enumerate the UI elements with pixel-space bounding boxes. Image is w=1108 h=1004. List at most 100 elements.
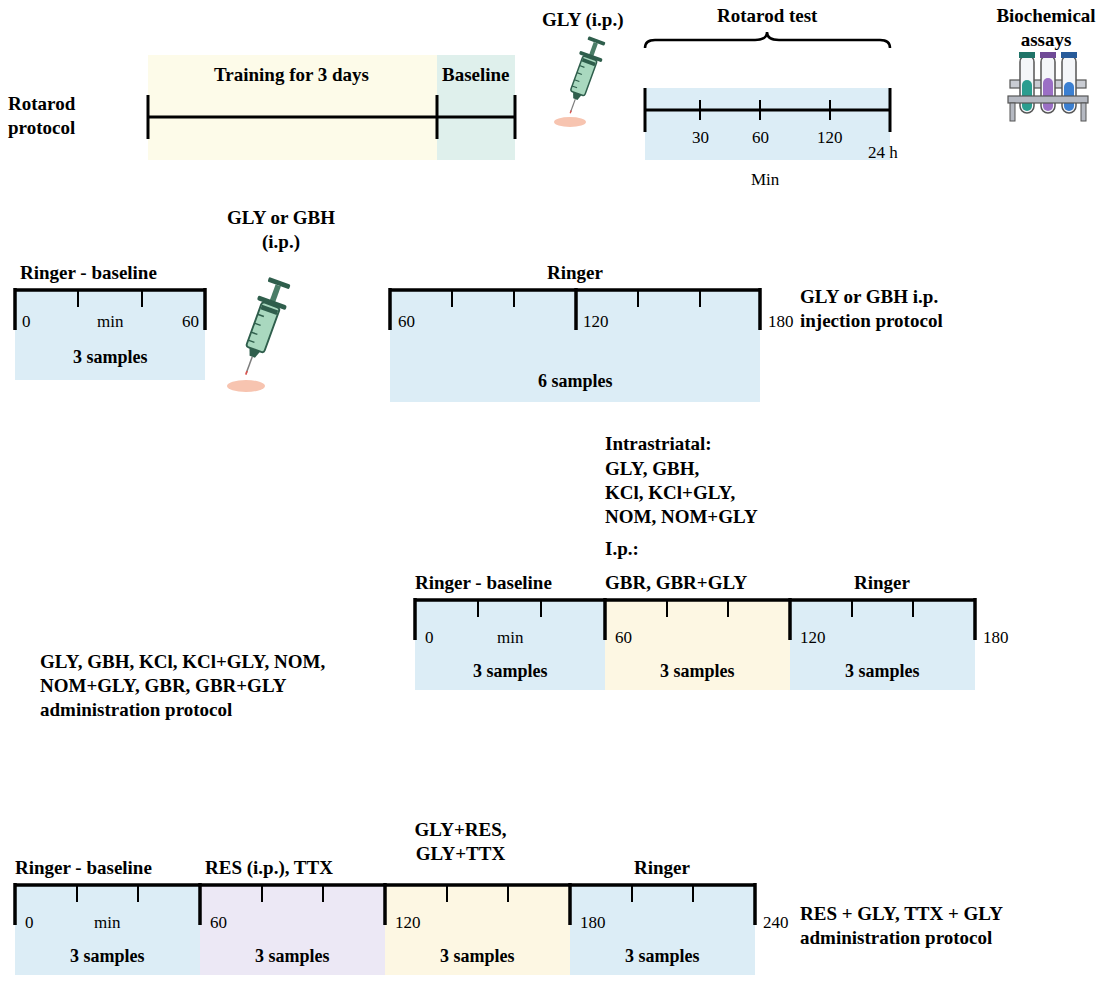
sample-count: 3 samples <box>70 945 145 967</box>
axis-tick <box>973 598 977 640</box>
band-heading: GLY+RES, GLY+TTX <box>408 818 513 866</box>
band-heading: Intrastriatal: <box>605 432 712 456</box>
time-label: 240 <box>763 913 789 933</box>
rotarod-timeline <box>148 95 515 139</box>
timeline-band: 30 60 120 <box>645 88 890 160</box>
sample-count: 3 samples <box>625 945 700 967</box>
axis-line <box>15 288 205 292</box>
sample-count: 3 samples <box>660 660 735 682</box>
axis-tick <box>851 600 853 617</box>
axis-tick <box>436 95 439 139</box>
sample-count: 3 samples <box>255 945 330 967</box>
protocol-label: GLY, GBH, KCl, KCl+GLY, NOM, NOM+GLY, GB… <box>40 650 340 722</box>
time-label: 0 <box>425 628 434 648</box>
sample-count: 3 samples <box>440 945 515 967</box>
protocol-label: GLY or GBH (i.p.) <box>220 206 342 254</box>
axis-tick <box>451 290 453 307</box>
band-heading: Ringer - baseline <box>15 856 152 880</box>
band-heading: Training for 3 days <box>214 63 369 87</box>
axis-tick <box>753 883 757 925</box>
timeline-band: Training for 3 days <box>148 55 437 160</box>
axis-tick <box>574 288 578 330</box>
axis-tick <box>568 883 572 925</box>
time-label: min <box>94 913 120 933</box>
timeline-band: Ringer - baseline0min3 samples <box>415 600 605 690</box>
rotarod-test-timeline <box>645 88 890 132</box>
time-label: 180 <box>768 312 794 332</box>
axis-tick <box>631 885 633 902</box>
axis-tick <box>203 288 207 330</box>
band-heading: RES (i.p.), TTX <box>205 856 333 880</box>
timeline-band: Ringer1203 samples <box>790 600 975 690</box>
timeline-band: GLY+RES, GLY+TTX1203 samples <box>385 885 570 975</box>
time-label: Min <box>751 170 779 190</box>
skin-spot <box>554 117 586 127</box>
curly-brace <box>645 32 890 48</box>
sample-count: 6 samples <box>538 370 613 392</box>
axis-tick <box>514 95 517 139</box>
axis-tick <box>322 885 324 902</box>
time-label: 0 <box>25 913 34 933</box>
time-label: 180 <box>580 913 606 933</box>
timeline-band: Ringer1803 samples <box>570 885 755 975</box>
axis-tick <box>829 100 831 120</box>
protocol-label: Biochemical assays <box>990 4 1102 52</box>
time-label: 60 <box>210 913 227 933</box>
band-heading: Baseline <box>442 63 510 87</box>
axis-tick <box>788 598 792 640</box>
axis-tick <box>77 290 79 307</box>
axis-tick <box>147 95 150 139</box>
axis-tick <box>637 290 639 307</box>
time-label: 30 <box>692 128 709 148</box>
time-label: 180 <box>983 628 1009 648</box>
axis-tick <box>446 885 448 902</box>
administration-timeline <box>415 598 975 640</box>
band-heading: Ringer - baseline <box>415 571 552 595</box>
syringe-icon <box>559 35 608 117</box>
axis-tick <box>141 290 143 307</box>
axis-tick <box>666 600 668 617</box>
time-label: 24 h <box>868 143 898 163</box>
axis-tick <box>699 100 701 120</box>
sample-count: 3 samples <box>473 660 548 682</box>
timeline-band: Ringer - baseline0min603 samples <box>15 290 205 380</box>
timeline-band: Ringer - baseline0min3 samples <box>15 885 200 975</box>
injection-timeline <box>15 288 760 330</box>
axis-tick <box>13 883 17 925</box>
band-heading: GLY, GBH, KCl, KCl+GLY, NOM, NOM+GLY <box>605 457 770 529</box>
time-label: 60 <box>398 312 415 332</box>
band-heading: I.p.: <box>605 537 639 561</box>
axis-tick <box>507 885 509 902</box>
axis-tick <box>513 290 515 307</box>
axis-tick <box>692 885 694 902</box>
time-label: 60 <box>182 312 199 332</box>
axis-tick <box>261 885 263 902</box>
axis-tick <box>388 288 392 330</box>
time-label: 60 <box>752 128 769 148</box>
protocol-label: Rotarod test <box>717 4 817 28</box>
timeline-band: Intrastriatal:GLY, GBH, KCl, KCl+GLY, NO… <box>605 600 790 690</box>
axis-tick <box>198 883 202 925</box>
axis-tick <box>137 885 139 902</box>
axis-tick <box>76 885 78 902</box>
test-tubes-icon <box>1008 52 1088 121</box>
axis-tick <box>758 288 762 330</box>
time-label: 120 <box>395 913 421 933</box>
time-label: 120 <box>817 128 843 148</box>
axis-tick <box>477 600 479 617</box>
time-label: 120 <box>800 628 826 648</box>
axis-tick <box>727 600 729 617</box>
axis-tick <box>759 100 761 120</box>
axis-tick <box>889 88 892 132</box>
band-heading: Ringer <box>547 261 603 285</box>
time-label: min <box>497 628 523 648</box>
axis-tick <box>644 88 647 132</box>
band-heading: Ringer <box>634 856 690 880</box>
protocol-label: Rotarod protocol <box>8 92 120 140</box>
time-label: 60 <box>615 628 632 648</box>
timeline-band: Baseline <box>437 55 515 160</box>
res-ttx-timeline <box>15 883 755 925</box>
